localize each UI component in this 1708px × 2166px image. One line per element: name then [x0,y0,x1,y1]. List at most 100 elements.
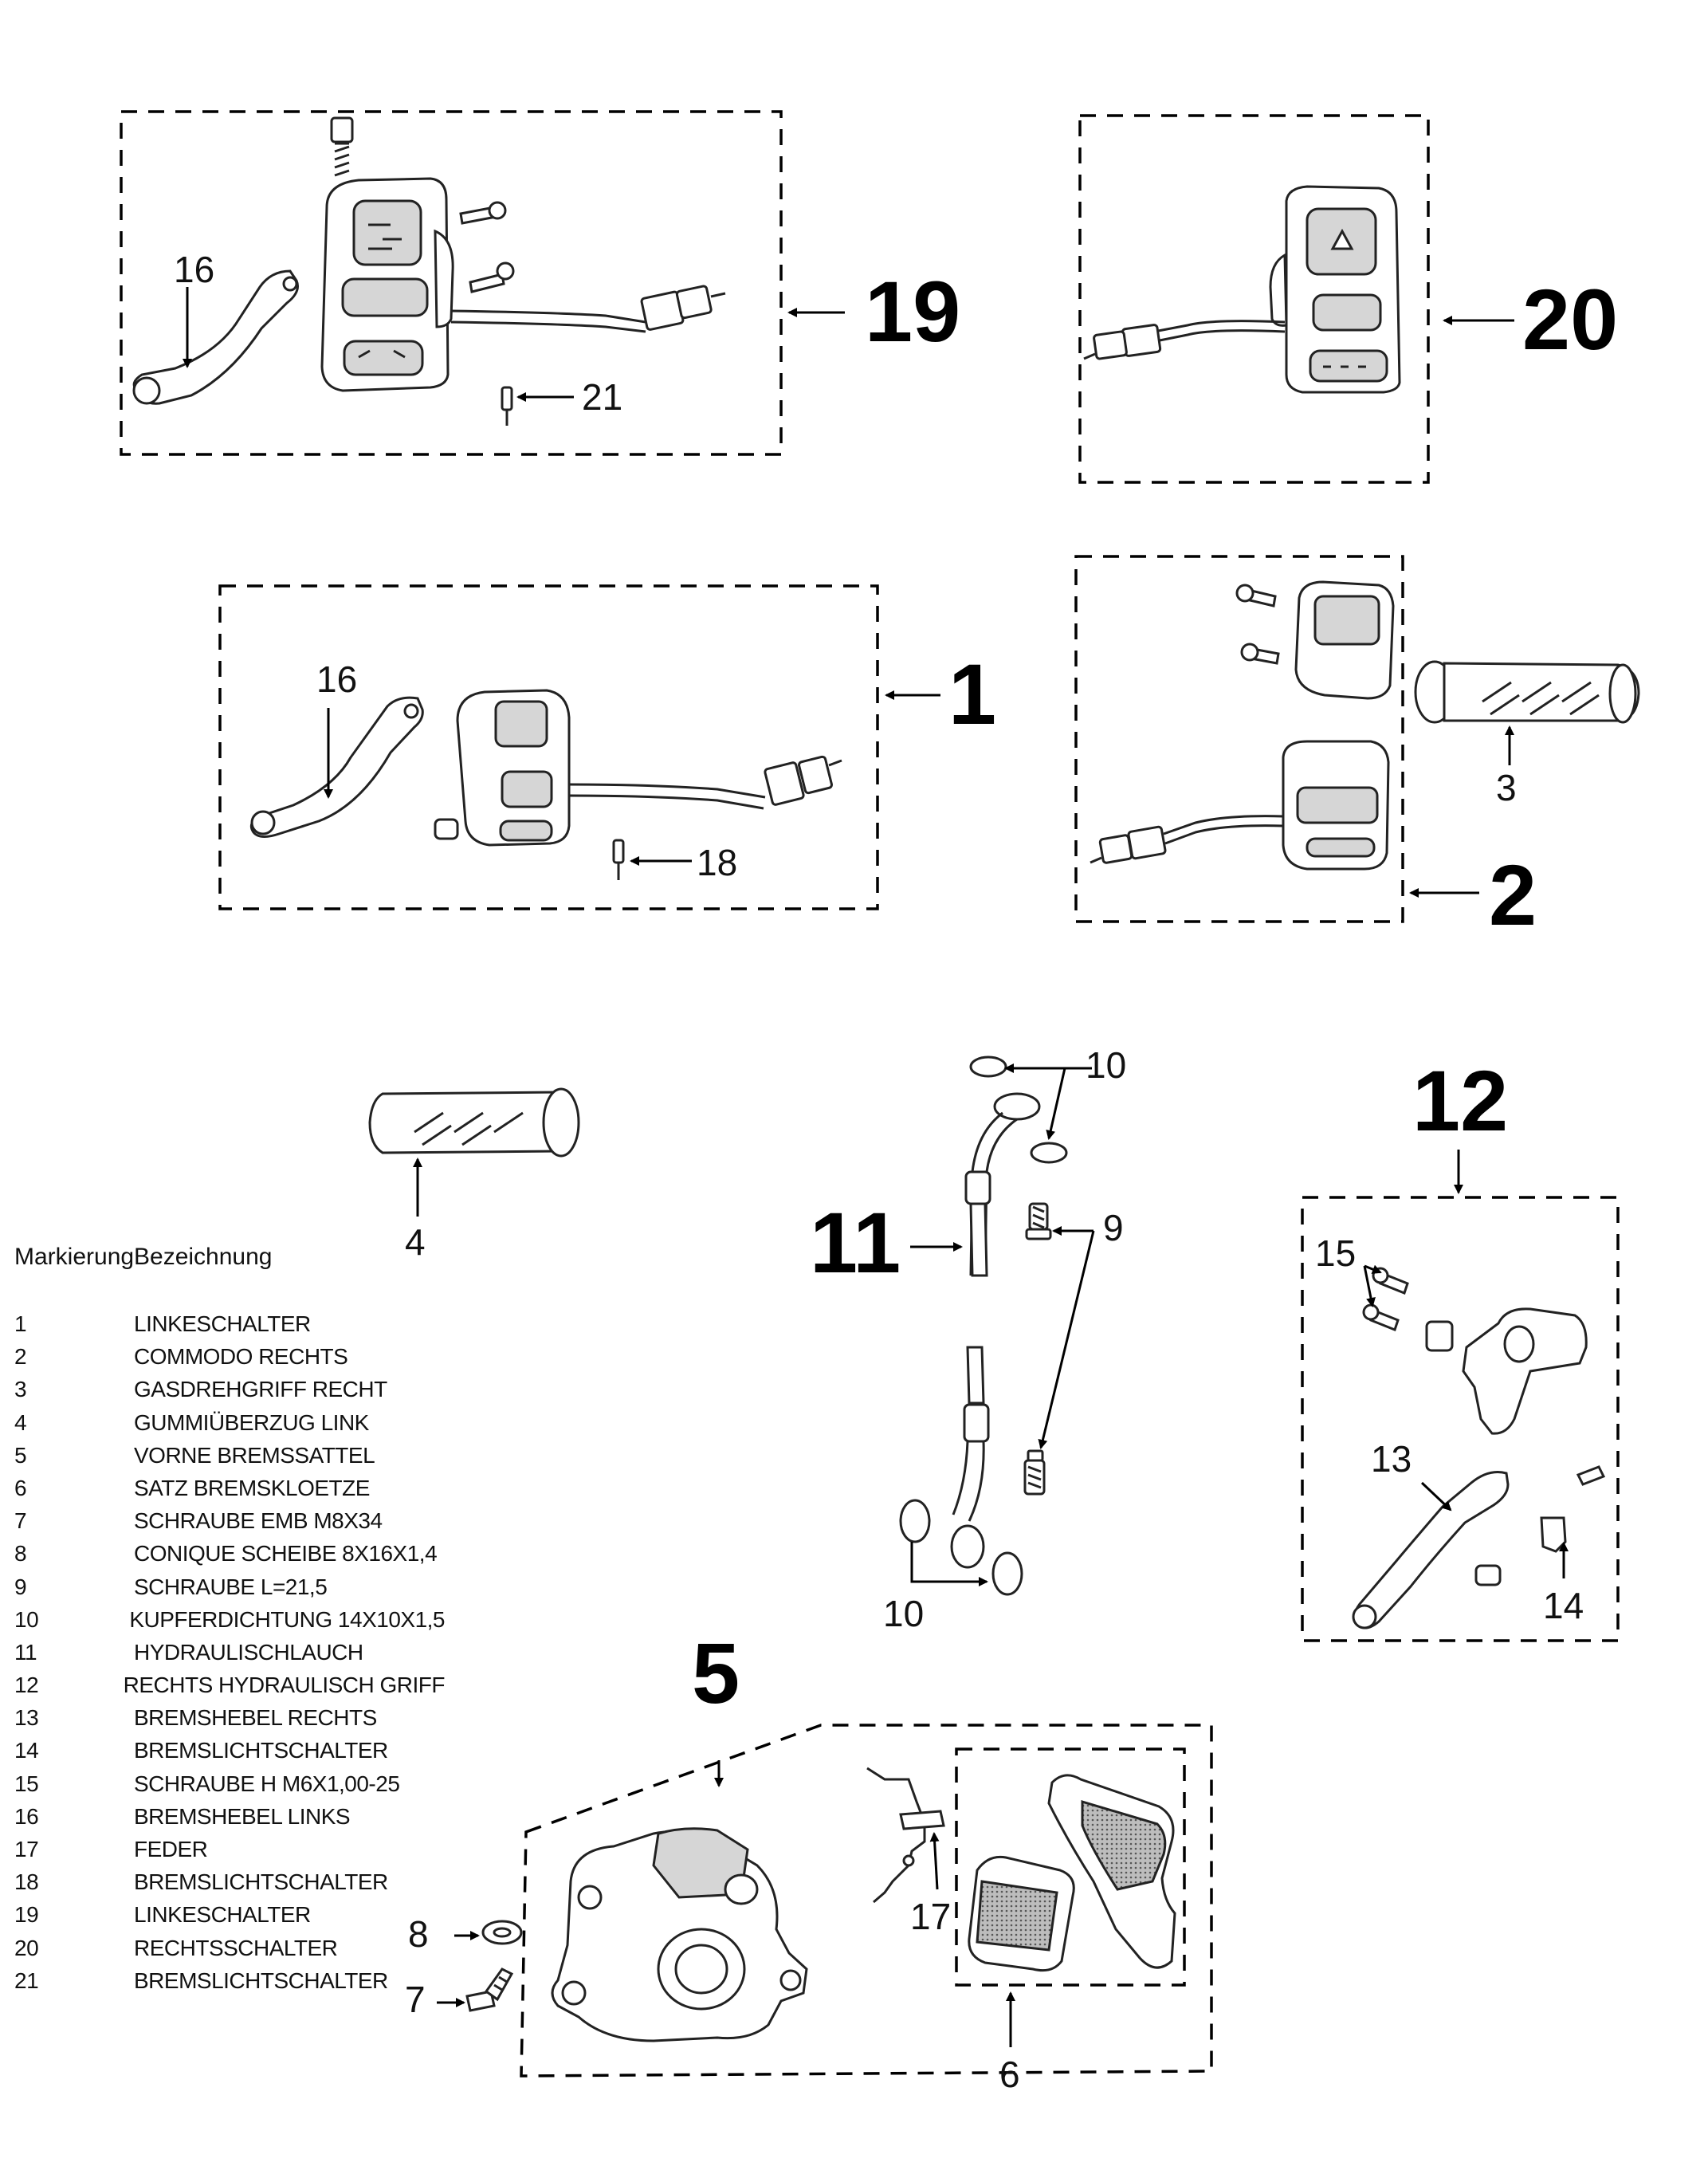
legend-name: LINKESCHALTER [134,1902,311,1928]
legend-row: 14 BREMSLICHTSCHALTER [14,1734,445,1767]
legend-name: GASDREHGRIFF RECHT [134,1377,387,1402]
brake-lever-16-top [132,269,299,405]
hydraulic-hose-group: 10 9 11 10 [810,1044,1126,1634]
legend-name: FEDER [134,1837,208,1861]
bolt-9-upper [1025,1202,1052,1240]
master-cylinder-12 [1425,1307,1606,1486]
group-20-right-switch: 20 [1078,114,1618,484]
group-2-box [1074,555,1404,923]
cable-2 [1090,815,1284,864]
legend-row: 2 COMMODO RECHTS [14,1340,445,1373]
legend-mark: 4 [14,1409,27,1435]
legend-name: LINKESCHALTER [134,1311,311,1336]
callout-20: 20 [1522,271,1618,368]
cable-1 [568,755,842,810]
legend-name: BREMSHEBEL LINKS [134,1803,351,1829]
cable-19 [450,285,726,333]
callout-16-top: 16 [174,249,214,290]
group-1-left-switch: 16 18 1 [218,584,996,910]
callout-2: 2 [1489,847,1537,943]
small-part-1 [434,818,459,840]
washer-10-top-b [1030,1142,1068,1164]
legend-row: 5 VORNE BREMSSATTEL [14,1439,445,1472]
callout-6: 6 [999,2054,1020,2095]
screws-2 [1235,584,1280,665]
legend-name: BREMSLICHTSCHALTER [134,1869,388,1895]
callout-4: 4 [405,1221,426,1263]
spring-17 [866,1767,945,1904]
legend-header: Markierung Bezeichnung [14,1244,445,1271]
legend-mark: 10 [14,1606,39,1632]
switch-18 [612,839,625,880]
legend-mark: 14 [14,1738,39,1763]
legend-name: SCHRAUBE EMB M8X34 [134,1508,383,1534]
legend-mark: 12 [14,1673,39,1698]
legend-mark: 21 [14,1967,39,1993]
switch-14 [1540,1516,1567,1553]
callout-11: 11 [810,1194,901,1291]
group-6-box [955,1747,1186,1987]
switch-upper-2 [1294,580,1395,700]
brake-pads-6 [968,1774,1176,1972]
washer-8 [481,1920,523,1945]
callout-1: 1 [948,646,996,742]
group-2-commodo: 3 2 [1074,555,1640,943]
group-5-box [520,1724,1213,2078]
legend-mark: 15 [14,1771,39,1796]
callout-13: 13 [1371,1438,1412,1480]
legend-header-mark: Markierung [14,1244,135,1270]
legend-name: VORNE BREMSSATTEL [134,1442,375,1468]
washer-10-bottom-a [899,1499,931,1543]
switch-housing-19 [320,177,454,392]
callout-9: 9 [1103,1207,1124,1248]
legend-mark: 18 [14,1869,39,1895]
bolt-9-lower [1023,1449,1046,1496]
group-1-box [218,584,879,910]
caliper-body-5 [551,1827,808,2042]
legend-mark: 8 [14,1541,27,1567]
callout-5: 5 [692,1625,740,1721]
legend-name: SATZ BREMSKLOETZE [134,1475,370,1500]
legend-name: BREMSHEBEL RECHTS [134,1705,377,1731]
hose-11-lower [950,1346,990,1569]
legend-name: GUMMIÜBERZUG LINK [134,1409,369,1435]
legend-name: KUPFERDICHTUNG 14X10X1,5 [129,1606,445,1632]
legend-row: 18 BREMSLICHTSCHALTER [14,1865,445,1898]
group-5-brake-caliper: 5 8 7 17 6 [405,1625,1213,2095]
small-part-12 [1474,1564,1502,1586]
switch-housing-20 [1269,185,1401,394]
callout-21: 21 [582,376,622,418]
rubber-grip-4: 4 [368,1087,580,1263]
legend-mark: 20 [14,1935,39,1960]
bolt-7 [465,1967,514,2012]
legend-mark: 5 [14,1442,27,1468]
legend-mark: 2 [14,1344,27,1370]
legend-row: 4 GUMMIÜBERZUG LINK [14,1406,445,1439]
legend-mark: 6 [14,1475,27,1500]
callout-10-bottom: 10 [883,1593,924,1634]
legend-name: COMMODO RECHTS [134,1344,348,1370]
switch-lower-2 [1282,740,1390,871]
group-12-hydraulic-grip: 12 15 13 14 [1301,1052,1620,1642]
legend-name: BREMSLICHTSCHALTER [134,1738,388,1763]
legend-mark: 7 [14,1508,27,1534]
callout-7: 7 [405,1979,426,2020]
screw-19-top [330,116,354,177]
screws-19-side [459,201,515,293]
cable-20 [1083,320,1286,360]
washer-10-top-a [969,1055,1007,1078]
group-20-box [1078,114,1430,484]
